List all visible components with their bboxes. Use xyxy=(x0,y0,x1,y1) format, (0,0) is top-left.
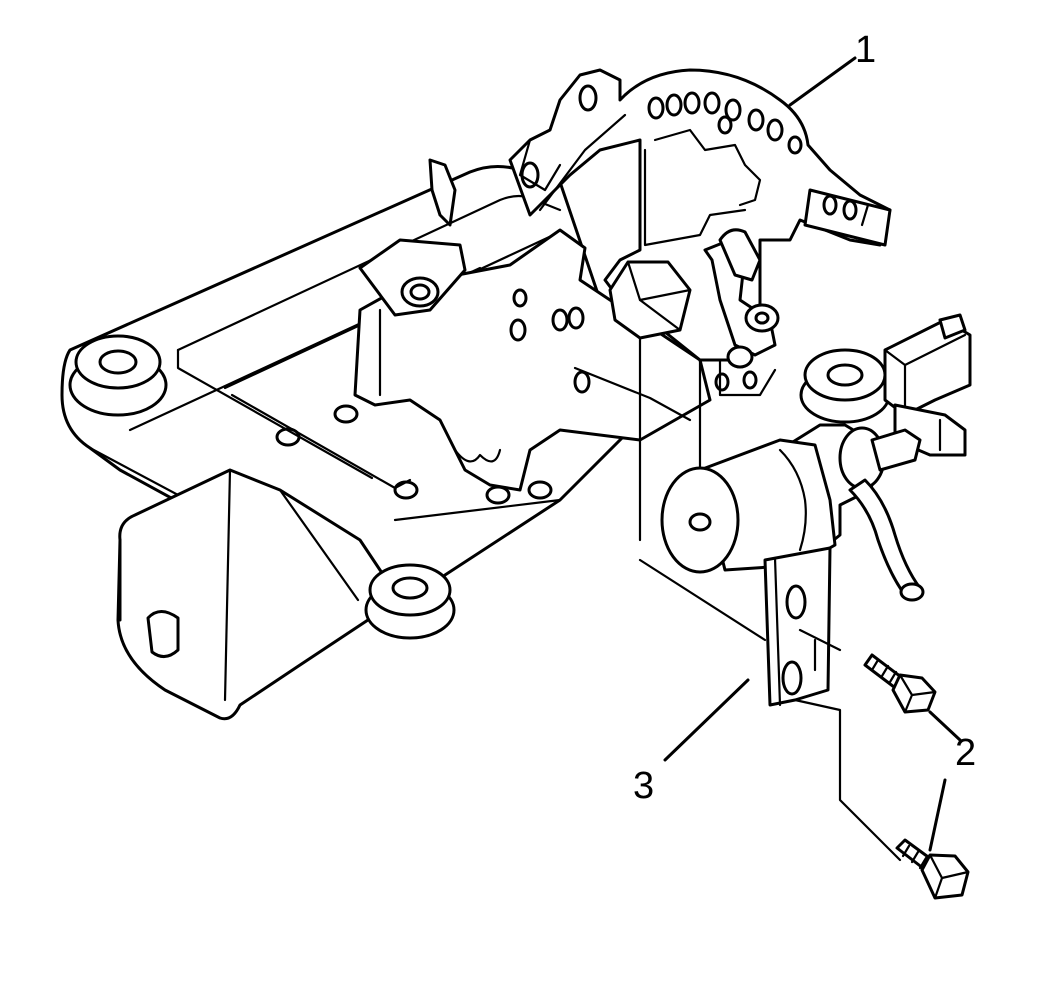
lower-tray xyxy=(116,468,402,721)
callout-2: 2 xyxy=(928,710,976,852)
callout-3: 3 xyxy=(633,678,750,807)
wire-lead xyxy=(848,478,925,602)
mounting-bracket xyxy=(763,546,832,707)
bolt-upper xyxy=(863,653,937,714)
callout-label-2: 2 xyxy=(955,732,976,774)
grommet-right xyxy=(799,348,891,424)
pivot-nut xyxy=(608,260,692,340)
callout-1: 1 xyxy=(788,29,876,107)
latch-arm xyxy=(703,228,780,397)
grommet-left xyxy=(68,334,168,417)
callout-label-3: 3 xyxy=(633,765,654,807)
indicator-plate xyxy=(508,68,892,362)
grommet-front xyxy=(364,563,456,640)
callout-label-1: 1 xyxy=(855,29,876,71)
pivot-boss xyxy=(358,158,467,317)
bolt-lower xyxy=(895,838,970,900)
explode-lines xyxy=(573,366,902,862)
